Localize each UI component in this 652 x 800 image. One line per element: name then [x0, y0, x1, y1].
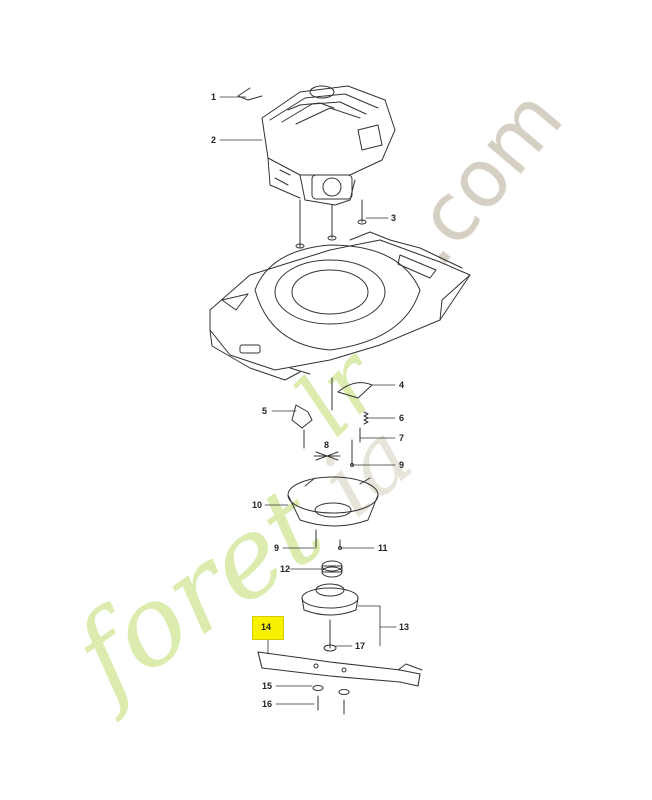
part-14-highlight: [252, 616, 284, 640]
bracket-5: [291, 404, 313, 449]
label-part-6[interactable]: 6: [399, 413, 405, 423]
engine-bolts: [295, 199, 367, 249]
engine: [237, 85, 396, 206]
label-part-13[interactable]: 13: [399, 622, 410, 632]
label-part-9-upper[interactable]: 9: [399, 460, 405, 470]
label-part-4[interactable]: 4: [399, 380, 405, 390]
label-part-8[interactable]: 8: [324, 440, 330, 450]
label-part-15[interactable]: 15: [262, 681, 273, 691]
label-part-7[interactable]: 7: [399, 433, 405, 443]
label-part-9-lower[interactable]: 9: [274, 543, 280, 553]
washer-15: [312, 685, 350, 695]
watermark: foret ia lr .com: [46, 72, 581, 725]
blade-hub-13: [301, 583, 359, 649]
label-part-10[interactable]: 10: [252, 500, 263, 510]
label-part-17[interactable]: 17: [355, 641, 366, 651]
bolt-17: [323, 644, 337, 652]
watermark-domain: .com: [383, 72, 580, 282]
blade-14: [257, 651, 423, 687]
label-part-11[interactable]: 11: [378, 543, 388, 553]
label-part-2[interactable]: 2: [211, 135, 217, 145]
leader-lines: [219, 96, 397, 705]
label-part-5[interactable]: 5: [262, 406, 268, 416]
disc-10: [287, 476, 379, 527]
spring-8: [313, 451, 341, 461]
label-part-12[interactable]: 12: [280, 564, 291, 574]
mower-deck: [209, 231, 471, 381]
label-part-3[interactable]: 3: [391, 213, 397, 223]
pin-11: [338, 539, 342, 550]
bolt-16: [317, 695, 345, 715]
label-part-16[interactable]: 16: [262, 699, 273, 709]
label-part-1[interactable]: 1: [211, 92, 217, 102]
label-part-14[interactable]: 14: [261, 622, 272, 632]
